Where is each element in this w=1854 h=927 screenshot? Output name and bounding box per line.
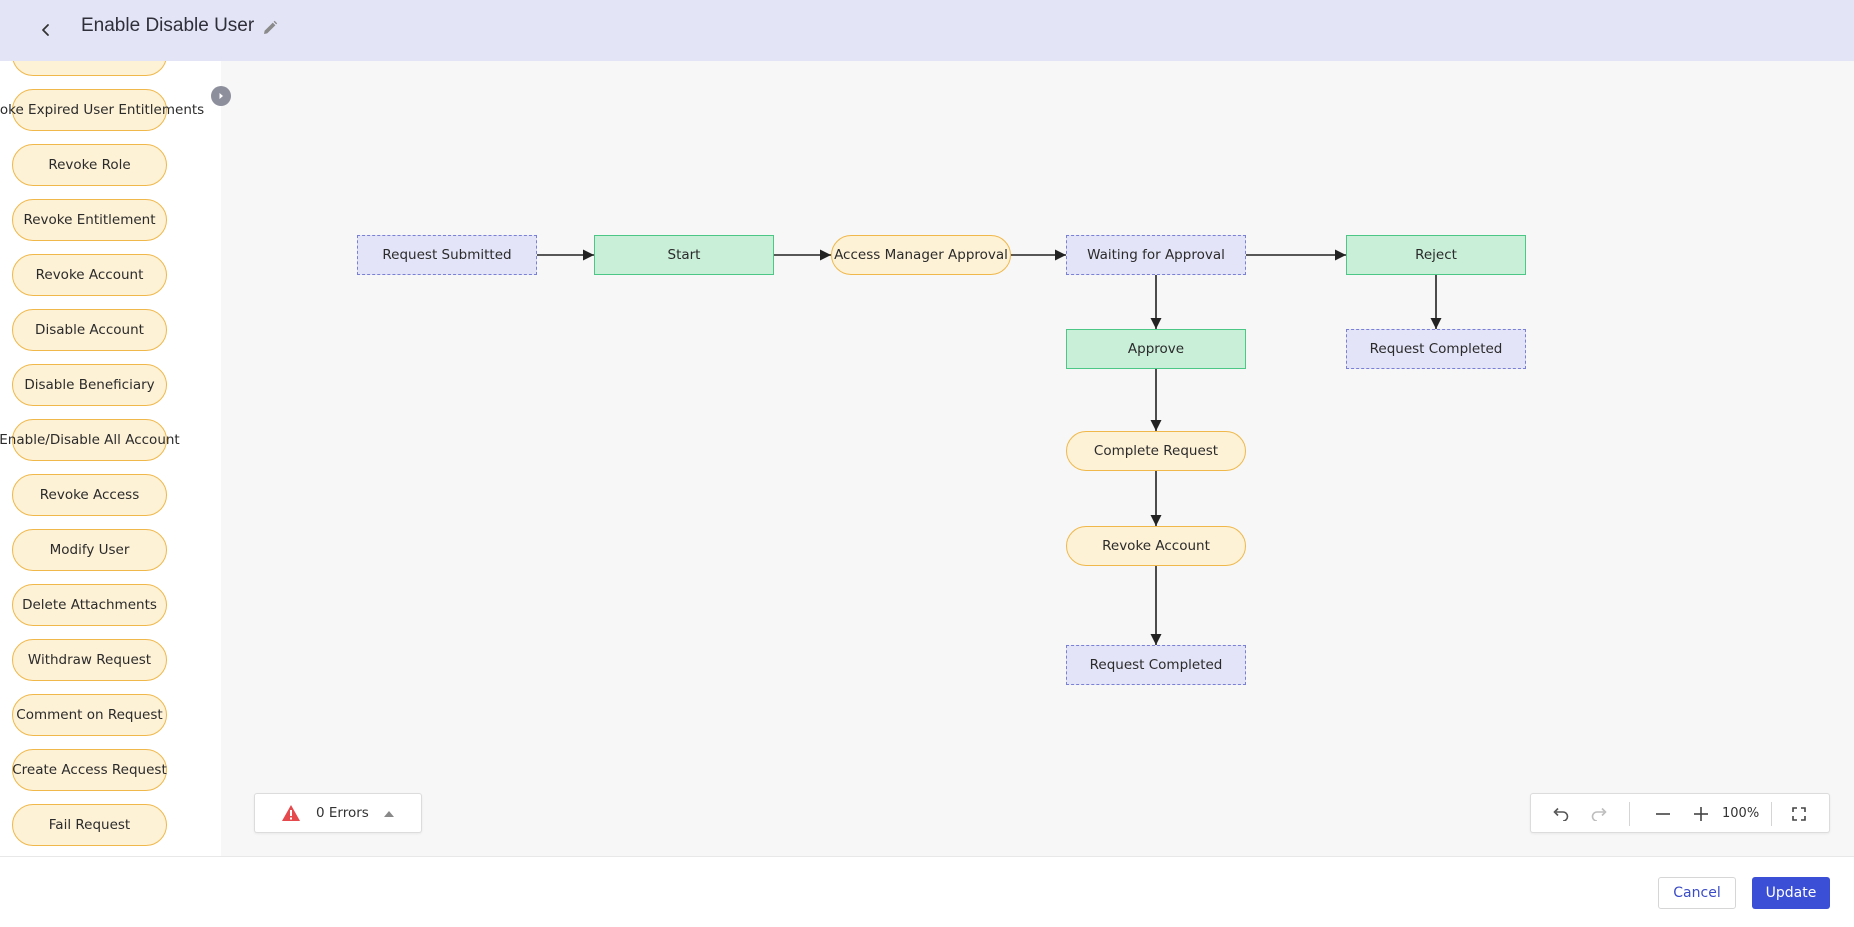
zoom-in-button[interactable] [1689, 802, 1713, 826]
palette-item-label: Revoke Expired User Entitlements [0, 102, 204, 118]
palette-item[interactable]: Disable Account [12, 309, 167, 351]
workflow-node-label: Request Completed [1370, 341, 1503, 357]
action-palette: Revoke Expired User EntitlementsRevoke R… [0, 61, 221, 856]
toolbar-divider [1771, 802, 1772, 826]
errors-count: 0 Errors [316, 805, 369, 821]
fullscreen-button[interactable] [1787, 802, 1811, 826]
palette-item-label: Revoke Entitlement [23, 212, 155, 228]
palette-item-label: Fail Request [49, 817, 130, 833]
palette-item[interactable]: Enable/Disable All Account [12, 419, 167, 461]
warning-triangle-icon [281, 804, 301, 822]
palette-item[interactable]: Revoke Role [12, 144, 167, 186]
zoom-toolbar: 100% [1530, 793, 1830, 833]
palette-item-label: Revoke Role [48, 157, 130, 173]
errors-panel[interactable]: 0 Errors [254, 793, 422, 833]
palette-item[interactable] [12, 61, 167, 76]
workflow-node-label: Revoke Account [1102, 538, 1210, 554]
errors-expand-button[interactable] [381, 807, 397, 821]
redo-button[interactable] [1587, 802, 1611, 826]
palette-item[interactable]: Delete Attachments [12, 584, 167, 626]
edit-title-button[interactable] [259, 17, 281, 39]
redo-icon [1590, 807, 1608, 821]
palette-item-label: Disable Beneficiary [24, 377, 154, 393]
workflow-node-decision[interactable]: Reject [1346, 235, 1526, 275]
page-footer: Cancel Update [0, 856, 1854, 927]
undo-button[interactable] [1549, 802, 1573, 826]
workflow-node-status[interactable]: Waiting for Approval [1066, 235, 1246, 275]
workflow-node-status[interactable]: Request Completed [1066, 645, 1246, 685]
workflow-node-action[interactable]: Access Manager Approval [831, 235, 1011, 275]
collapse-sidebar-button[interactable] [211, 86, 231, 106]
palette-item[interactable]: Fail Request [12, 804, 167, 846]
workflow-node-action[interactable]: Complete Request [1066, 431, 1246, 471]
workflow-node-label: Complete Request [1094, 443, 1218, 459]
palette-item[interactable]: Revoke Expired User Entitlements [12, 89, 167, 131]
workflow-node-status[interactable]: Request Submitted [357, 235, 537, 275]
workflow-node-action[interactable]: Revoke Account [1066, 526, 1246, 566]
pencil-icon [262, 20, 278, 36]
caret-up-icon [384, 811, 394, 817]
fullscreen-icon [1792, 807, 1806, 821]
palette-item[interactable]: Revoke Entitlement [12, 199, 167, 241]
palette-item[interactable]: Disable Beneficiary [12, 364, 167, 406]
palette-item-label: Delete Attachments [22, 597, 157, 613]
palette-item[interactable]: Modify User [12, 529, 167, 571]
workflow-canvas[interactable] [221, 61, 1854, 856]
toolbar-divider [1629, 802, 1630, 826]
palette-item[interactable]: Revoke Access [12, 474, 167, 516]
zoom-out-button[interactable] [1651, 802, 1675, 826]
workflow-node-label: Access Manager Approval [834, 247, 1008, 263]
palette-item[interactable]: Comment on Request [12, 694, 167, 736]
palette-item-label: Comment on Request [16, 707, 162, 723]
back-button[interactable] [30, 14, 62, 46]
workflow-node-decision[interactable]: Approve [1066, 329, 1246, 369]
palette-item[interactable]: Create Access Request [12, 749, 167, 791]
cancel-button[interactable]: Cancel [1658, 877, 1736, 909]
undo-icon [1552, 807, 1570, 821]
workflow-node-label: Waiting for Approval [1087, 247, 1225, 263]
workflow-node-label: Request Completed [1090, 657, 1223, 673]
page-title: Enable Disable User [81, 15, 254, 37]
workflow-node-label: Request Submitted [382, 247, 511, 263]
update-button[interactable]: Update [1752, 877, 1830, 909]
palette-item[interactable]: Revoke Account [12, 254, 167, 296]
workflow-node-status[interactable]: Request Completed [1346, 329, 1526, 369]
workflow-node-label: Approve [1128, 341, 1184, 357]
chevron-left-icon [39, 23, 53, 37]
zoom-out-icon [1655, 806, 1671, 822]
workflow-node-label: Start [668, 247, 701, 263]
workflow-node-decision[interactable]: Start [594, 235, 774, 275]
chevron-right-icon [217, 92, 225, 100]
palette-item-label: Create Access Request [12, 762, 167, 778]
palette-item[interactable]: Withdraw Request [12, 639, 167, 681]
zoom-in-icon [1693, 806, 1709, 822]
zoom-level: 100% [1722, 806, 1759, 821]
palette-item-label: Disable Account [35, 322, 144, 338]
palette-item-label: Enable/Disable All Account [0, 432, 180, 448]
workflow-node-label: Reject [1415, 247, 1457, 263]
page-header: Enable Disable User [0, 0, 1854, 61]
palette-item-label: Modify User [50, 542, 130, 558]
palette-item-label: Withdraw Request [28, 652, 151, 668]
palette-item-label: Revoke Account [36, 267, 144, 283]
palette-item-label: Revoke Access [40, 487, 139, 503]
